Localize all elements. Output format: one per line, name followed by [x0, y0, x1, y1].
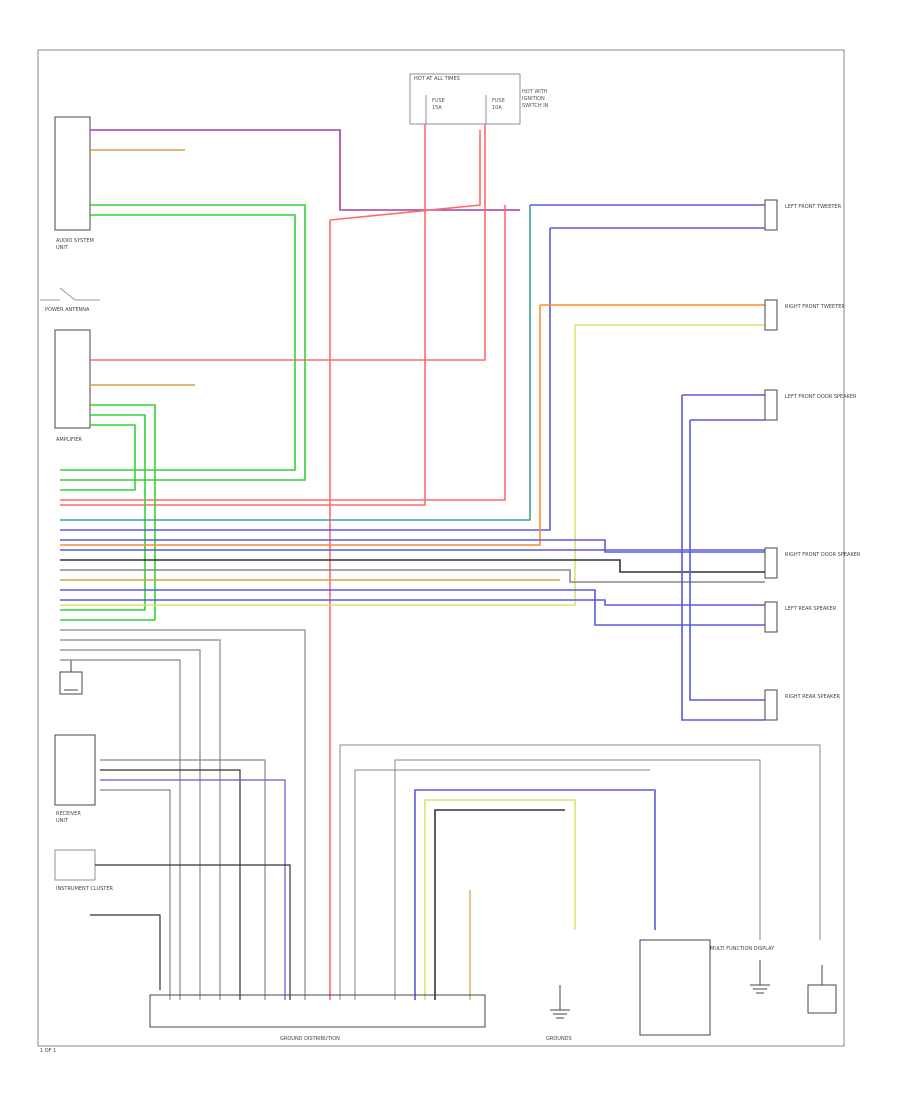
wire-grn-amp1 — [60, 404, 156, 621]
wire-vio-red — [90, 129, 520, 211]
speaker-1-label: LEFT FRONT TWEETER — [785, 204, 842, 210]
cluster-caption: INSTRUMENT CLUSTER — [56, 886, 114, 892]
wire-red-fuse3 — [60, 205, 506, 501]
fuse-box-caption: HOT AT ALL TIMES — [414, 76, 460, 82]
wire-blu-h4 — [60, 589, 765, 626]
speaker-1 — [764, 199, 778, 231]
wire-grn-amp3 — [60, 424, 136, 491]
wire-gry-bot3 — [354, 769, 650, 1000]
ground-distribution: GROUND DISTRIBUTION — [149, 994, 486, 1042]
wire-blk-v1 — [100, 769, 241, 1000]
wire-blk-h — [60, 559, 765, 573]
audio-unit-caption: AUDIO SYSTEM — [56, 238, 94, 244]
wire-grn-2 — [60, 214, 296, 471]
receiver: RECEIVER UNIT — [54, 734, 96, 824]
amplifier: AMPLIFIER — [54, 329, 91, 443]
wire-gry-h — [60, 569, 765, 583]
wire-org-h — [60, 305, 541, 546]
speaker-6-label: RIGHT REAR SPEAKER — [785, 694, 841, 700]
svg-text:UNIT: UNIT — [56, 245, 69, 251]
wire-blu-h1 — [60, 228, 551, 531]
svg-text:SWITCH IN: SWITCH IN — [522, 103, 549, 109]
antenna-caption: POWER ANTENNA — [45, 307, 90, 313]
wire-gry-v2 — [60, 639, 221, 1000]
svg-text:10A: 10A — [492, 105, 502, 111]
wire-teal — [60, 205, 531, 521]
wire-blu-h2 — [60, 539, 765, 553]
svg-text:FUSE: FUSE — [492, 98, 505, 104]
speaker-2-label: RIGHT FRONT TWEETER — [785, 304, 845, 310]
speaker-4-label: RIGHT FRONT DOOR SPEAKER — [785, 552, 861, 558]
wire-red-fuse1 — [60, 124, 426, 506]
wire-gry-v1 — [60, 629, 306, 1000]
wire-gry-v4 — [60, 659, 181, 1000]
wire-yel-h — [60, 325, 576, 606]
ground-symbol-2 — [750, 960, 770, 994]
wire-gry-v6 — [100, 789, 171, 1000]
speaker-2 — [764, 299, 778, 331]
instrument-cluster: INSTRUMENT CLUSTER — [54, 849, 114, 892]
wire-blu-v1 — [100, 779, 286, 1000]
audio-unit: AUDIO SYSTEM UNIT — [54, 116, 94, 251]
svg-text:HOT WITH: HOT WITH — [522, 89, 548, 95]
multi-function-display: MULTI FUNCTION DISPLAY — [639, 939, 775, 1036]
speaker-group: LEFT FRONT TWEETER RIGHT FRONT TWEETER LEF… — [764, 199, 861, 721]
wire-blk-v2 — [95, 864, 291, 1000]
ground-symbol-1: GROUNDS — [546, 985, 572, 1042]
svg-text:15A: 15A — [432, 105, 442, 111]
speaker-5-label: LEFT REAR SPEAKER — [785, 606, 837, 612]
wire-red-1 — [329, 130, 481, 221]
radio-antenna: POWER ANTENNA — [40, 287, 100, 313]
wire-yel-bot — [424, 799, 576, 1000]
fuse-box-top: HOT AT ALL TIMES FUSE 15A FUSE 10A HOT W… — [409, 73, 549, 125]
speaker-3 — [764, 389, 778, 421]
speaker-4 — [764, 547, 778, 579]
svg-text:FUSE: FUSE — [432, 98, 445, 104]
ground-distribution-caption: GROUND DISTRIBUTION — [280, 1036, 340, 1042]
wire-blu-rr1 — [681, 395, 765, 721]
wire-gry-v5 — [100, 759, 266, 1000]
wire-red-fuse2 — [90, 124, 486, 361]
grounds-caption: GROUNDS — [546, 1036, 572, 1042]
svg-text:IGNITION: IGNITION — [522, 96, 545, 102]
ground-symbol-amp — [59, 660, 83, 695]
speaker-3-label: LEFT FRONT DOOR SPEAKER — [785, 394, 857, 400]
wire-group — [60, 124, 821, 1000]
amplifier-caption: AMPLIFIER — [56, 437, 83, 443]
wire-gry-v3 — [60, 649, 201, 1000]
page-number: 1 OF 1 — [40, 1048, 56, 1054]
wire-blk-bot — [434, 809, 565, 1000]
wire-grn-1 — [60, 204, 306, 481]
speaker-5 — [764, 601, 778, 633]
speaker-6 — [764, 689, 778, 721]
wire-gry-bot2 — [394, 759, 761, 1000]
diagram-frame — [37, 49, 845, 1047]
mfd-caption: MULTI FUNCTION DISPLAY — [710, 946, 775, 952]
svg-text:UNIT: UNIT — [56, 818, 69, 824]
wire-blu-h5 — [60, 599, 765, 606]
wire-grn-amp2 — [60, 414, 146, 611]
wire-blk-v3 — [90, 914, 161, 990]
receiver-caption: RECEIVER — [56, 811, 81, 817]
wire-gry-bot — [339, 744, 821, 1000]
ground-symbol-3 — [807, 965, 837, 1014]
wire-blu-rr2 — [689, 420, 765, 701]
wire-blu-bot — [414, 789, 656, 1000]
